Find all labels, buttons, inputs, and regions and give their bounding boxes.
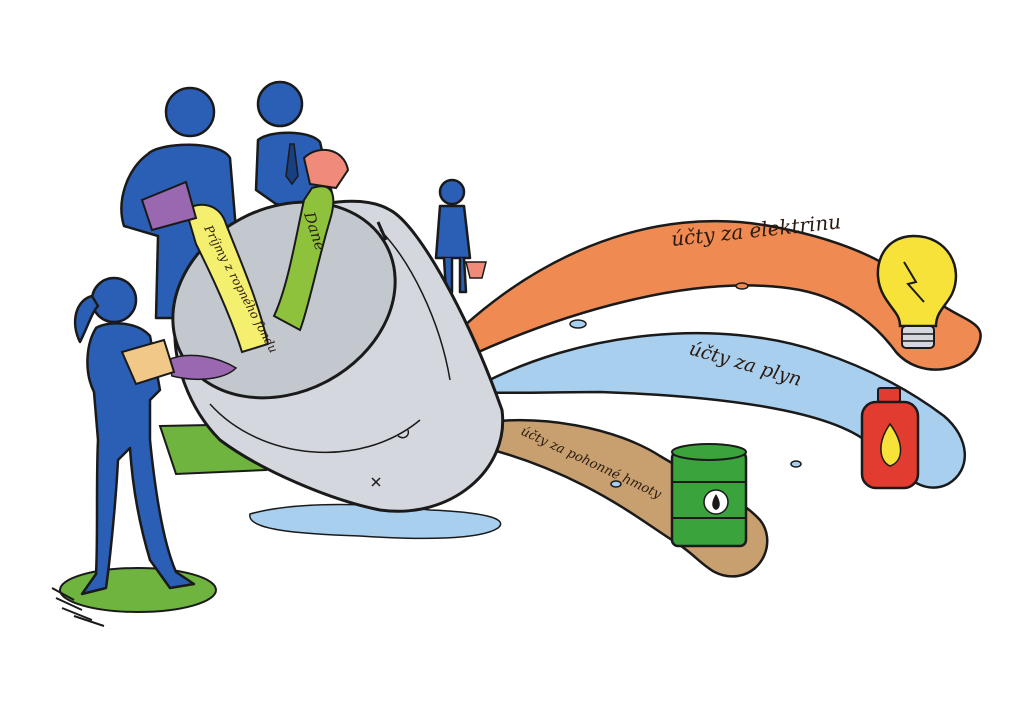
electricity-stream xyxy=(426,220,982,374)
oil-barrel-icon xyxy=(670,443,748,548)
light-bulb-icon xyxy=(876,234,958,349)
gas-stream xyxy=(472,331,966,489)
taxes-stream-shape xyxy=(272,185,335,332)
splash-drops xyxy=(569,282,802,488)
cup-purple xyxy=(140,180,198,232)
purple-liquid xyxy=(167,354,238,381)
small-bucket xyxy=(465,261,487,279)
figure-woman-small xyxy=(434,178,472,294)
cup-peach xyxy=(120,338,176,386)
ground-hatch xyxy=(51,587,105,627)
income-stream-shape xyxy=(184,203,270,354)
figure-girl-front xyxy=(73,276,196,596)
gas-cylinder-icon xyxy=(860,387,920,490)
cup-salmon xyxy=(302,149,350,190)
